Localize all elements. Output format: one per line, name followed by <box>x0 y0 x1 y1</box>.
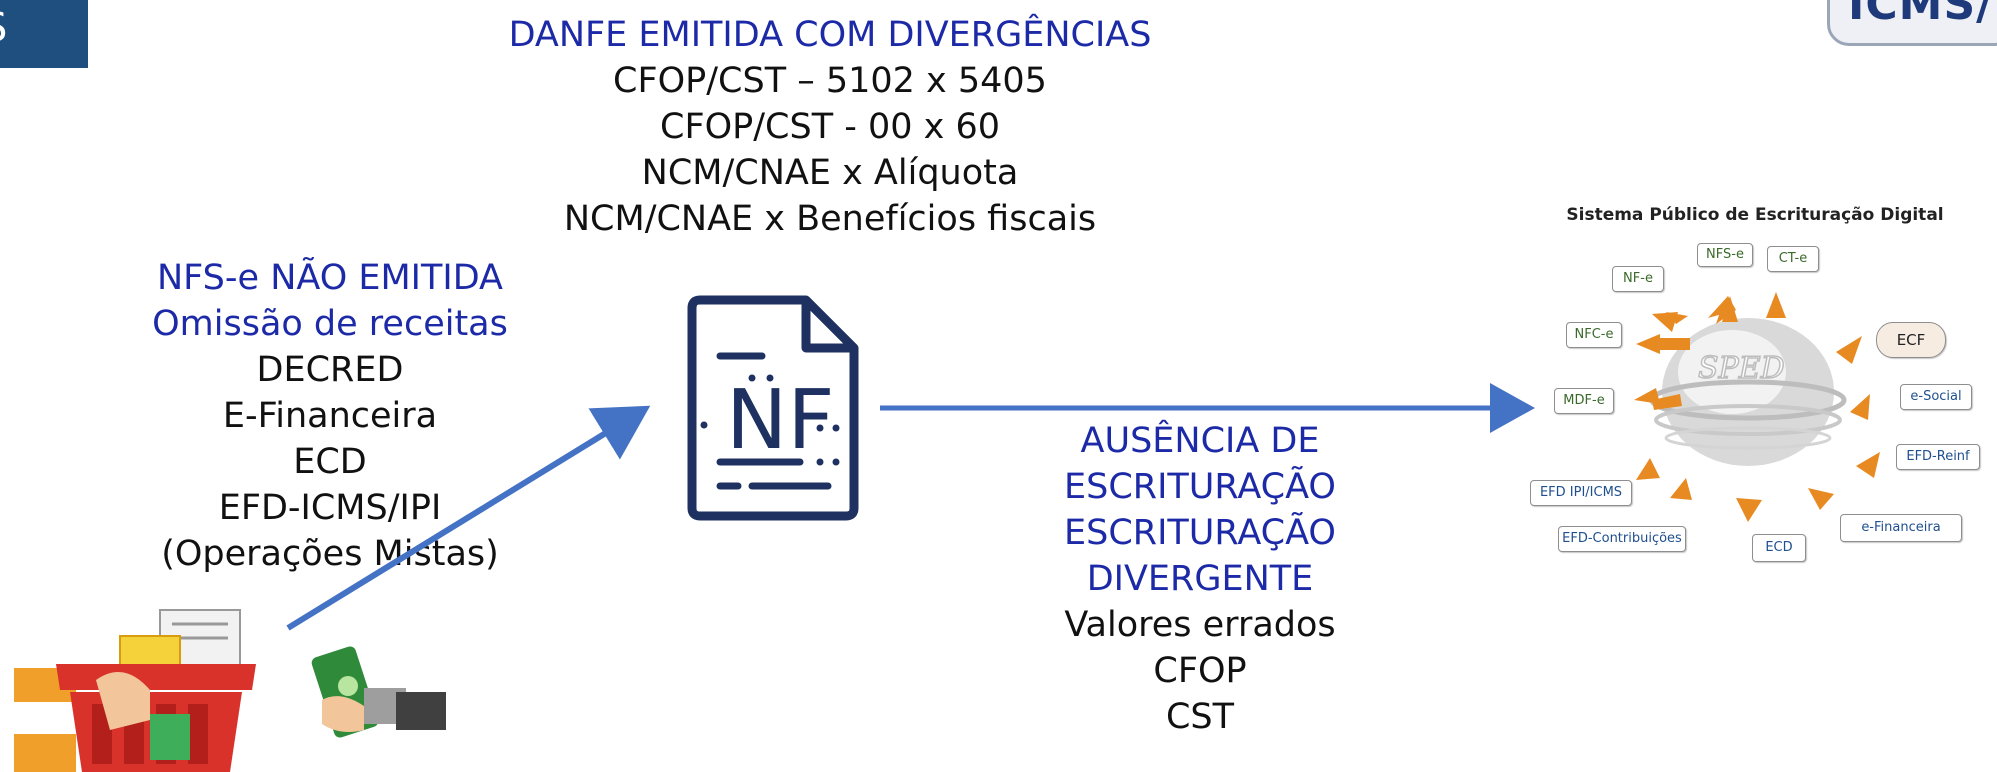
escrituracao-item-cfop: CFOP <box>1153 651 1247 691</box>
sped-module-nfs-e: NFS-e <box>1697 243 1753 267</box>
danfe-divergence-block: DANFE EMITIDA COM DIVERGÊNCIAS CFOP/CST … <box>420 12 1240 242</box>
top-right-tag-text: ICMS/ <box>1848 0 1994 30</box>
nfse-subheading: Omissão de receitas <box>152 304 508 344</box>
sped-title: Sistema Público de Escrituração Digital <box>1566 205 1944 225</box>
nfse-block: NFS-e NÃO EMITIDA Omissão de receitas DE… <box>120 255 540 577</box>
escrituracao-heading-2: ESCRITURAÇÃO <box>1064 467 1336 507</box>
escrituracao-item-cst: CST <box>1165 697 1235 737</box>
nfse-item-efinanceira: E-Financeira <box>222 396 438 436</box>
sped-module-ct-e: CT-e <box>1767 246 1819 272</box>
sped-module-ecd: ECD <box>1752 534 1806 562</box>
escrituracao-item-valores: Valores errados <box>1064 605 1336 645</box>
top-right-tag: ICMS/ <box>1827 0 1997 46</box>
hand-with-cash-icon <box>311 646 446 738</box>
sped-module-efd-contribuicoes: EFD-Contribuições <box>1558 526 1686 552</box>
sped-module-ecf: ECF <box>1876 322 1946 358</box>
escrituracao-block: AUSÊNCIA DE ESCRITURAÇÃO ESCRITURAÇÃO DI… <box>1000 418 1400 740</box>
sped-arrows <box>1634 292 1880 522</box>
nfse-heading: NFS-e NÃO EMITIDA <box>156 258 503 298</box>
shopping-basket-icon <box>14 609 256 772</box>
danfe-line-ncm-beneficios: NCM/CNAE x Benefícios fiscais <box>563 199 1097 239</box>
danfe-line-cfop-1: CFOP/CST – 5102 x 5405 <box>613 61 1047 101</box>
sped-module-e-financeira: e-Financeira <box>1840 514 1962 542</box>
sped-module-nf-e: NF-e <box>1612 266 1664 292</box>
danfe-line-cfop-2: CFOP/CST - 00 x 60 <box>660 107 1000 147</box>
corner-badge: S <box>0 0 88 68</box>
sped-center-label: SPED <box>1698 351 1785 386</box>
nf-document-icon <box>687 295 859 521</box>
escrituracao-heading-1: AUSÊNCIA DE <box>1080 421 1320 461</box>
danfe-heading: DANFE EMITIDA COM DIVERGÊNCIAS <box>508 15 1152 55</box>
escrituracao-heading-3: ESCRITURAÇÃO <box>1064 513 1336 553</box>
sped-module-mdf-e: MDF-e <box>1554 388 1614 414</box>
sped-sphere <box>1649 318 1847 466</box>
nfse-item-efd-icms-ipi: EFD-ICMS/IPI <box>218 488 442 528</box>
danfe-line-ncm-aliquota: NCM/CNAE x Alíquota <box>641 153 1019 193</box>
escrituracao-heading-4: DIVERGENTE <box>1086 559 1314 599</box>
nfse-item-ecd: ECD <box>293 442 367 482</box>
corner-badge-text: S <box>0 0 7 62</box>
nfse-item-decred: DECRED <box>256 350 404 390</box>
arrow-basket-to-nf <box>286 405 651 631</box>
sped-module-e-social: e-Social <box>1900 384 1972 410</box>
nf-icon-label: NF <box>726 373 835 468</box>
sped-module-efd-reinf: EFD-Reinf <box>1896 444 1980 470</box>
sped-module-efd-ipi-icms: EFD IPI/ICMS <box>1530 480 1632 506</box>
sped-module-nfc-e: NFC-e <box>1566 322 1622 348</box>
nfse-item-operacoes-mistas: (Operações Mistas) <box>161 534 499 574</box>
